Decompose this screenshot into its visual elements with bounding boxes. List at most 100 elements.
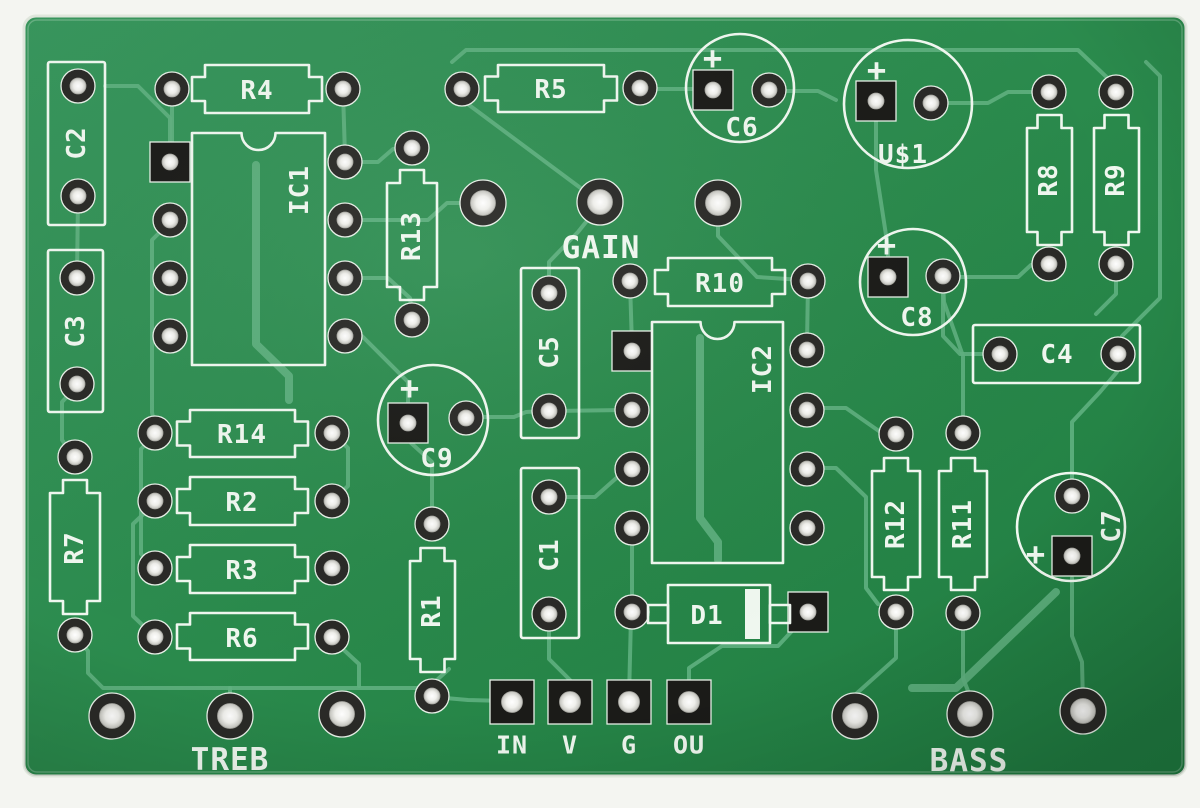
pad-hole [621,272,639,290]
silkscreen-label: R10 [695,269,745,299]
silkscreen-label: C8 [900,303,933,333]
pad-hole [68,375,86,393]
silkscreen-label: TREB [191,742,270,778]
pad-hole [842,703,868,729]
silkscreen-label: R4 [240,76,273,106]
pad-hole [161,211,179,229]
pad-hole [887,603,905,621]
silkscreen-label: R5 [534,75,567,105]
pad-hole [798,341,816,359]
pad-hole [540,488,558,506]
pad-hole [887,425,905,443]
pad-hole [329,701,355,727]
connector-pin-label: G [621,731,637,760]
silkscreen-label: U$1 [878,140,928,170]
polarity-plus-icon: + [877,226,897,264]
pad-hole [954,424,972,442]
silkscreen-label: C6 [725,113,758,143]
pad-hole [623,519,641,537]
pad-hole [163,80,181,98]
pad-hole [403,139,421,157]
pad-hole [1063,547,1081,565]
pad-hole [1109,345,1127,363]
pad-hole [618,691,640,713]
connector-pin-label: V [562,731,578,760]
silkscreen-label: R9 [1101,163,1131,196]
pad-hole [934,267,952,285]
pad-hole [66,448,84,466]
pad-hole [323,559,341,577]
pad-hole [457,409,475,427]
pad-hole [623,401,641,419]
pad-hole [991,345,1009,363]
pad-hole [540,284,558,302]
pad-hole [1107,83,1125,101]
pad-hole [161,327,179,345]
pad-hole [798,519,816,537]
silkscreen-label: C1 [535,538,565,571]
polarity-plus-icon: + [703,39,723,77]
silkscreen-label: GAIN [562,230,641,266]
pad-hole [323,628,341,646]
pad-hole [146,492,164,510]
pad-hole [540,605,558,623]
silkscreen-label: R2 [225,488,258,518]
silkscreen-label: C2 [62,126,92,159]
pad-hole [146,628,164,646]
pad-hole [68,269,86,287]
pad-hole [705,190,731,216]
pad-hole [587,189,613,215]
silkscreen-label: C4 [1040,340,1073,370]
pad-hole [423,515,441,533]
pad-hole [161,153,179,171]
silkscreen-label: R1 [417,594,447,627]
pad-hole [69,77,87,95]
pad-hole [704,81,722,99]
connector-pin-label: OU [673,731,705,760]
pad-hole [623,460,641,478]
polarity-plus-icon: + [867,51,887,89]
polarity-plus-icon: + [400,369,420,407]
pad-hole [540,402,558,420]
silkscreen-label: R7 [60,531,90,564]
pad-hole [501,691,523,713]
pad-hole [798,401,816,419]
connector-pin-label: IN [496,731,528,760]
silkscreen-label: IC1 [285,165,315,215]
silkscreen-label: R12 [881,499,911,549]
pad-hole [678,691,700,713]
pad-hole [99,703,125,729]
silkscreen-label: C7 [1097,509,1127,542]
pad-hole [336,269,354,287]
pad-hole [146,559,164,577]
pad-hole [623,603,641,621]
pad-hole [217,703,243,729]
pad-hole [336,211,354,229]
silkscreen-label: D1 [690,601,723,631]
silkscreen-label: C5 [535,335,565,368]
pad-hole [1040,255,1058,273]
pad-hole [453,80,471,98]
pad-hole [334,80,352,98]
pad-hole [631,79,649,97]
pad-hole [323,424,341,442]
pad-hole [867,92,885,110]
pad-hole [161,269,179,287]
board-substrate [22,14,1188,778]
silkscreen-label: R14 [217,420,267,450]
pad-hole [879,268,897,286]
silkscreen-label: R8 [1034,163,1064,196]
pad-hole [336,327,354,345]
pad-hole [69,187,87,205]
pad-hole [1070,698,1096,724]
silkscreen-label: R11 [948,499,978,549]
pad-hole [146,424,164,442]
pad-hole [760,81,778,99]
silkscreen-label: R6 [225,624,258,654]
silkscreen-label: C9 [420,444,453,474]
silkscreen-label: R3 [225,556,258,586]
pad-hole [623,342,641,360]
pad-hole [954,604,972,622]
pad-hole [423,687,441,705]
